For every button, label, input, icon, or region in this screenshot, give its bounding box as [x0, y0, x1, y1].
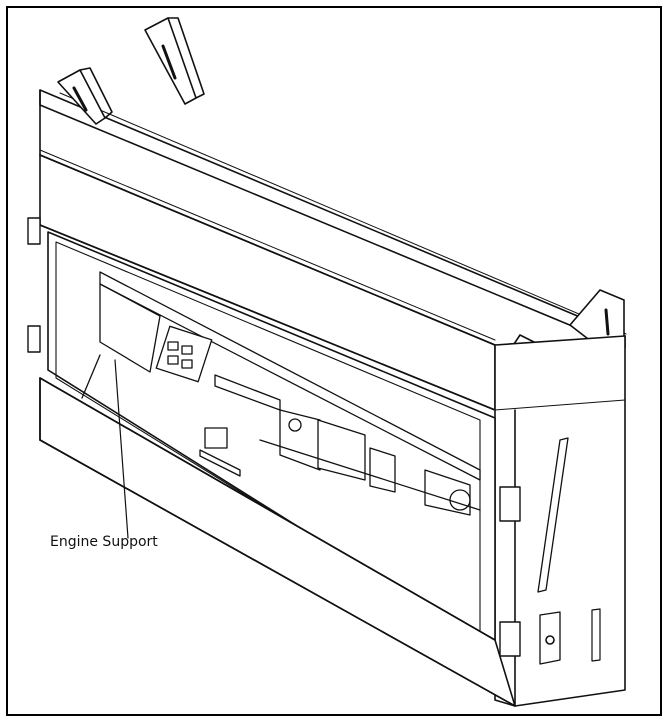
top-center-bracket [144, 17, 205, 105]
engine-assembly [81, 271, 481, 516]
left-hinges [27, 217, 41, 353]
engine-support-label: Engine Support [50, 534, 158, 550]
top-left-bracket [57, 67, 113, 125]
right-side-panel [494, 335, 626, 707]
engine-support-leader [114, 359, 129, 539]
bottom-front-panel [39, 377, 516, 707]
right-hinges [499, 486, 521, 657]
